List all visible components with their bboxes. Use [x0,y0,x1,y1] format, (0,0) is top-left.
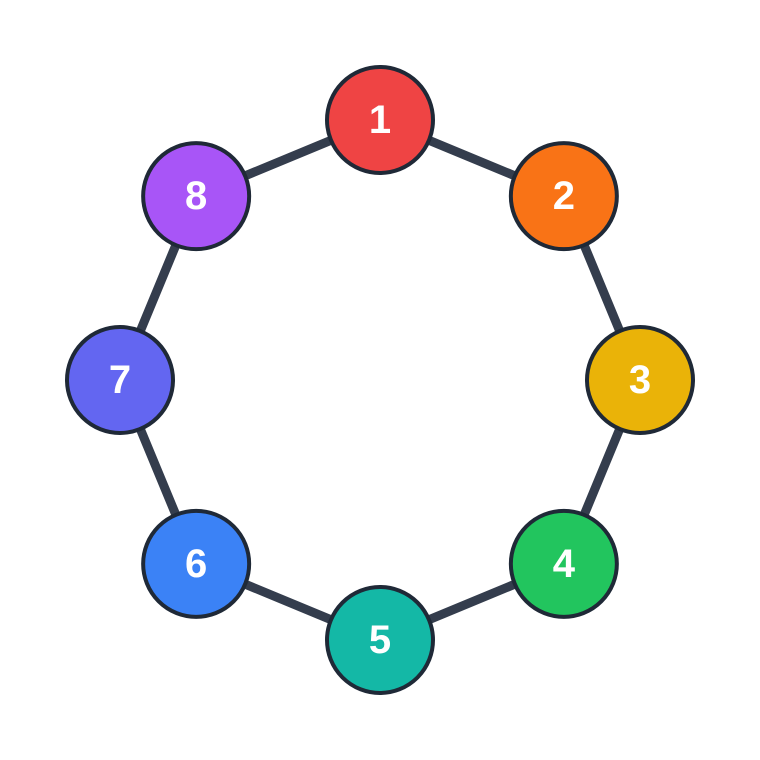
node-2: 2 [508,141,619,252]
node-label: 3 [629,358,651,402]
node-label: 2 [553,174,575,218]
node-circle [141,508,252,619]
node-label: 6 [185,542,207,586]
node-circle [141,141,252,252]
node-circle [325,585,435,695]
node-circle [585,325,695,435]
nodes-layer: 1 2 3 4 5 6 7 8 [65,65,695,695]
node-label: 8 [185,174,207,218]
node-5: 5 [325,585,435,695]
node-label: 5 [369,618,391,662]
node-circle [508,141,619,252]
node-circle [508,508,619,619]
node-label: 1 [369,98,391,142]
node-label: 4 [553,542,576,586]
node-6: 6 [141,508,252,619]
node-7: 7 [65,325,175,435]
node-1: 1 [325,65,435,175]
node-circle [65,325,175,435]
node-3: 3 [585,325,695,435]
node-circle [325,65,435,175]
node-label: 7 [109,358,131,402]
node-4: 4 [508,508,619,619]
node-8: 8 [141,141,252,252]
